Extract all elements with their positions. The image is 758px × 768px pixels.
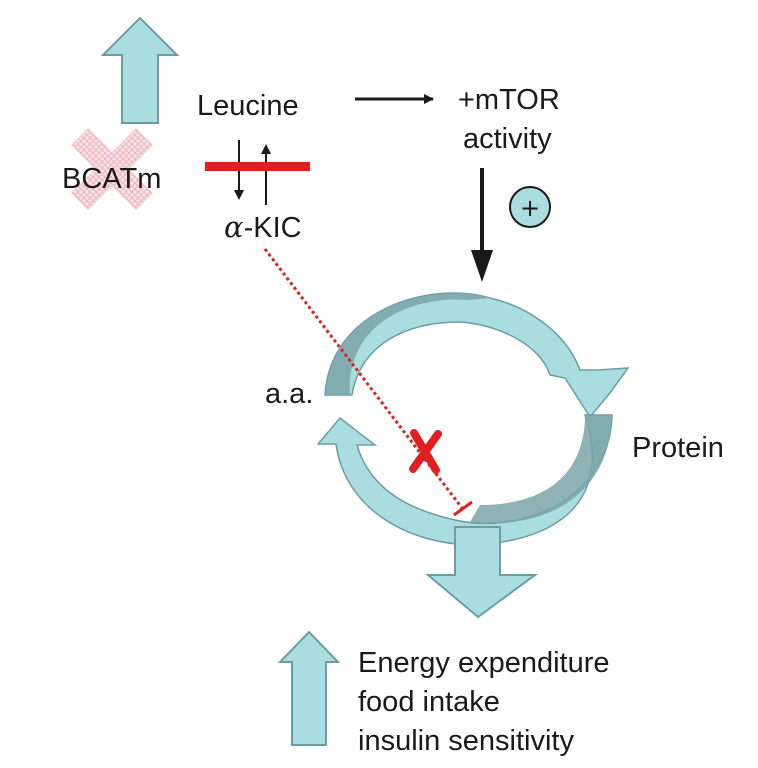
red-x-icon [409, 429, 442, 474]
mtor-to-cycle-arrow [471, 168, 493, 282]
kic-text: -KIC [244, 212, 302, 244]
alpha-symbol: α [224, 210, 244, 244]
mtor-label: +mTOR [458, 84, 560, 116]
outcome-energy-expenditure: Energy expenditure [358, 647, 610, 679]
cross-out-icon [71, 128, 153, 210]
down-arrow-icon [425, 526, 539, 619]
bcatm-label: BCATm [62, 163, 161, 195]
alpha-kic-label: α-KIC [224, 210, 302, 244]
reversible-transamination-arrows [234, 140, 271, 205]
mtor-activity-label: activity [463, 123, 552, 155]
degradation-arc [316, 414, 613, 546]
plus-circle-icon: + [509, 186, 551, 228]
outcome-insulin-sensitivity: insulin sensitivity [358, 725, 574, 757]
bcatm-block-bar [205, 162, 310, 171]
leucine-label: Leucine [197, 90, 299, 122]
up-arrow-icon [100, 16, 180, 124]
outcome-food-intake: food intake [358, 686, 500, 718]
up-arrow-icon-bottom [277, 630, 341, 746]
plus-sign: + [520, 194, 540, 222]
protein-label: Protein [632, 432, 724, 464]
synthesis-arc [324, 292, 630, 419]
amino-acids-label: a.a. [265, 378, 313, 410]
